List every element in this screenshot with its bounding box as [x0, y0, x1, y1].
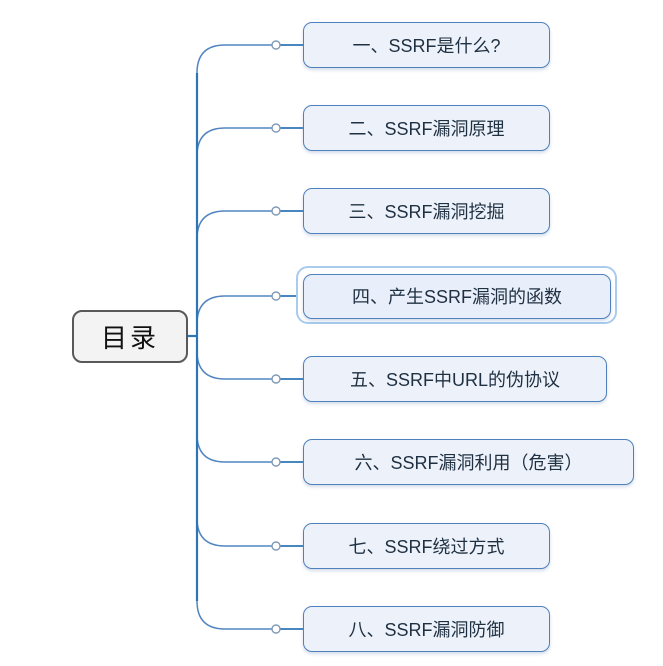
connector-curve	[196, 336, 272, 463]
collapse-handle-icon[interactable]	[271, 541, 281, 551]
collapse-handles	[271, 40, 281, 634]
branch-node-6[interactable]: 六、SSRF漏洞利用（危害）	[303, 439, 634, 485]
connector-curve	[196, 295, 272, 336]
branch-node-5[interactable]: 五、SSRF中URL的伪协议	[303, 356, 607, 402]
collapse-handle-icon[interactable]	[271, 457, 281, 467]
trunk-lines	[188, 73, 199, 601]
collapse-handle-icon[interactable]	[271, 123, 281, 133]
branch-node-8[interactable]: 八、SSRF漏洞防御	[303, 606, 550, 652]
collapse-handle-icon[interactable]	[271, 291, 281, 301]
branch-node-1[interactable]: 一、SSRF是什么?	[303, 22, 550, 68]
connector-curve	[196, 336, 272, 380]
connector-curve	[196, 336, 272, 630]
connector-curve	[196, 44, 272, 336]
node-stub-lines	[280, 44, 304, 630]
connector-curve	[196, 127, 272, 336]
connector-curve	[196, 210, 272, 336]
branch-connectors	[196, 44, 272, 630]
branch-node-7[interactable]: 七、SSRF绕过方式	[303, 523, 550, 569]
branch-node-4[interactable]: 四、产生SSRF漏洞的函数	[303, 273, 611, 319]
collapse-handle-icon[interactable]	[271, 374, 281, 384]
branch-node-3[interactable]: 三、SSRF漏洞挖掘	[303, 188, 550, 234]
collapse-handle-icon[interactable]	[271, 624, 281, 634]
collapse-handle-icon[interactable]	[271, 40, 281, 50]
connector-curve	[196, 336, 272, 547]
root-node[interactable]: 目录	[72, 310, 188, 363]
collapse-handle-icon[interactable]	[271, 206, 281, 216]
branch-node-2[interactable]: 二、SSRF漏洞原理	[303, 105, 550, 151]
